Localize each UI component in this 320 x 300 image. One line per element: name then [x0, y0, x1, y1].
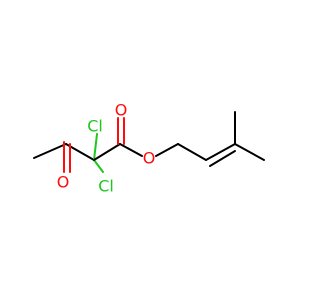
bond-quaternary-ester-carbon [93, 143, 121, 161]
bond-alkene-methyl-right [234, 143, 265, 161]
chlorine-label-upper: Cl [87, 117, 103, 136]
bond-ch2-ch [177, 143, 207, 161]
bond-ester-carbon-oxygen [119, 143, 143, 157]
structure-canvas: O O O Cl Cl [33, 100, 265, 196]
bond-quaternary-chlorine-lower [93, 159, 104, 173]
oxygen-label-ketone: O [57, 173, 70, 192]
chlorine-label-lower: Cl [98, 177, 114, 196]
bond-ch-alkene-single-top [205, 143, 236, 161]
oxygen-label-ester: O [143, 149, 156, 168]
bond-ch-alkene-single-bottom [209, 150, 236, 167]
bond-ester-oxygen-ch2 [155, 143, 179, 157]
molecule-diagram: O O O Cl Cl [33, 101, 265, 196]
bond-methyl-carbonyl [33, 143, 67, 159]
bond-quaternary-chlorine-upper [93, 133, 98, 161]
oxygen-label-carbonyl: O [115, 101, 128, 120]
